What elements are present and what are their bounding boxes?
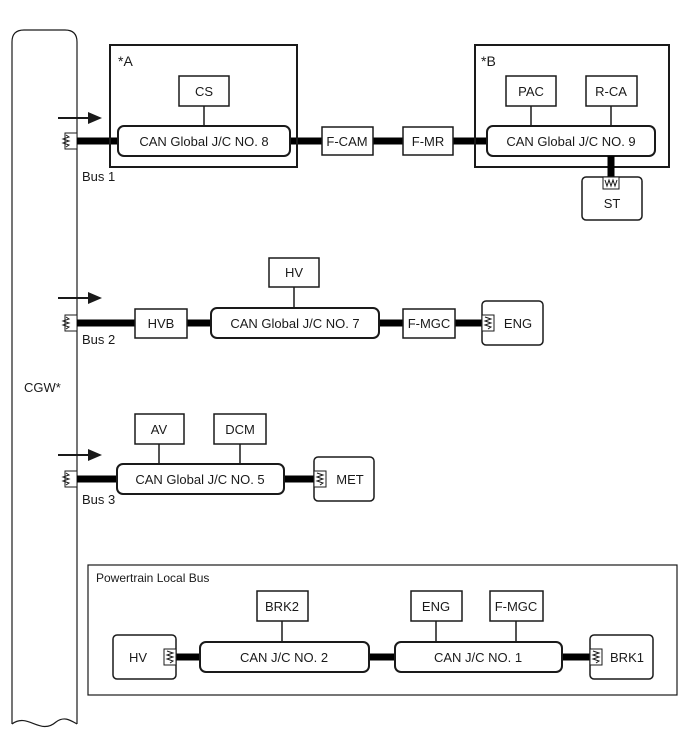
bus-1-group: Bus 1 <box>58 112 487 184</box>
eng-label: ENG <box>504 316 532 331</box>
pac-box <box>505 75 557 107</box>
hv-label: HV <box>285 265 303 280</box>
can-jc-2 <box>199 641 370 673</box>
f-cam-box <box>321 126 374 156</box>
r-ca-box <box>585 75 638 107</box>
f-mr-label: F-MR <box>412 134 445 149</box>
group-b-frame <box>474 44 670 168</box>
pt-eng-label: ENG <box>422 599 450 614</box>
group-b-tag: *B <box>481 53 496 69</box>
st-label: ST <box>604 196 621 211</box>
pac-label: PAC <box>518 84 544 99</box>
f-cam-label: F-CAM <box>326 134 367 149</box>
can-global-jc-8 <box>117 125 291 157</box>
f-mgc-label: F-MGC <box>408 316 451 331</box>
dcm-label: DCM <box>225 422 255 437</box>
can-global-jc-9 <box>486 125 656 157</box>
can-global-jc-7 <box>210 307 380 339</box>
pt-f-mgc-box <box>489 590 544 622</box>
can-global-jc-5 <box>116 463 285 495</box>
bus-1-label: Bus 1 <box>82 169 115 184</box>
av-label: AV <box>151 422 168 437</box>
bus-2-group: Bus 2 <box>58 292 482 347</box>
cgw-label: CGW* <box>24 380 61 395</box>
group-a-tag: *A <box>118 53 133 69</box>
cgw-unit: CGW* <box>11 29 78 728</box>
bus-2-label: Bus 2 <box>82 332 115 347</box>
pt-hv-label: HV <box>129 650 147 665</box>
can-jc-1-label: CAN J/C NO. 1 <box>434 650 522 665</box>
met-label: MET <box>336 472 364 487</box>
can-global-jc-9-label: CAN Global J/C NO. 9 <box>506 134 635 149</box>
powertrain-title: Powertrain Local Bus <box>96 571 209 585</box>
r-ca-label: R-CA <box>595 84 627 99</box>
can-jc-1 <box>394 641 563 673</box>
brk1-label: BRK1 <box>610 650 644 665</box>
f-mr-box <box>402 126 454 156</box>
group-a-frame <box>109 44 298 168</box>
hv-box <box>268 257 320 288</box>
brk2-box <box>256 590 309 622</box>
can-global-jc-8-label: CAN Global J/C NO. 8 <box>139 134 268 149</box>
bus-3-group: Bus 3 <box>58 449 314 507</box>
pt-f-mgc-label: F-MGC <box>495 599 538 614</box>
hvb-label: HVB <box>148 316 175 331</box>
bus-2-arrow-icon <box>88 292 102 304</box>
can-global-jc-5-label: CAN Global J/C NO. 5 <box>135 472 264 487</box>
powertrain-frame <box>87 564 678 696</box>
bus-3-arrow-icon <box>88 449 102 461</box>
bus-1-arrow-icon <box>88 112 102 124</box>
f-mgc-box <box>402 308 456 339</box>
cs-label: CS <box>195 84 213 99</box>
can-jc-2-label: CAN J/C NO. 2 <box>240 650 328 665</box>
cs-box <box>178 75 230 107</box>
brk2-label: BRK2 <box>265 599 299 614</box>
hvb-box <box>134 308 188 339</box>
bus-3-label: Bus 3 <box>82 492 115 507</box>
can-global-jc-7-label: CAN Global J/C NO. 7 <box>230 316 359 331</box>
